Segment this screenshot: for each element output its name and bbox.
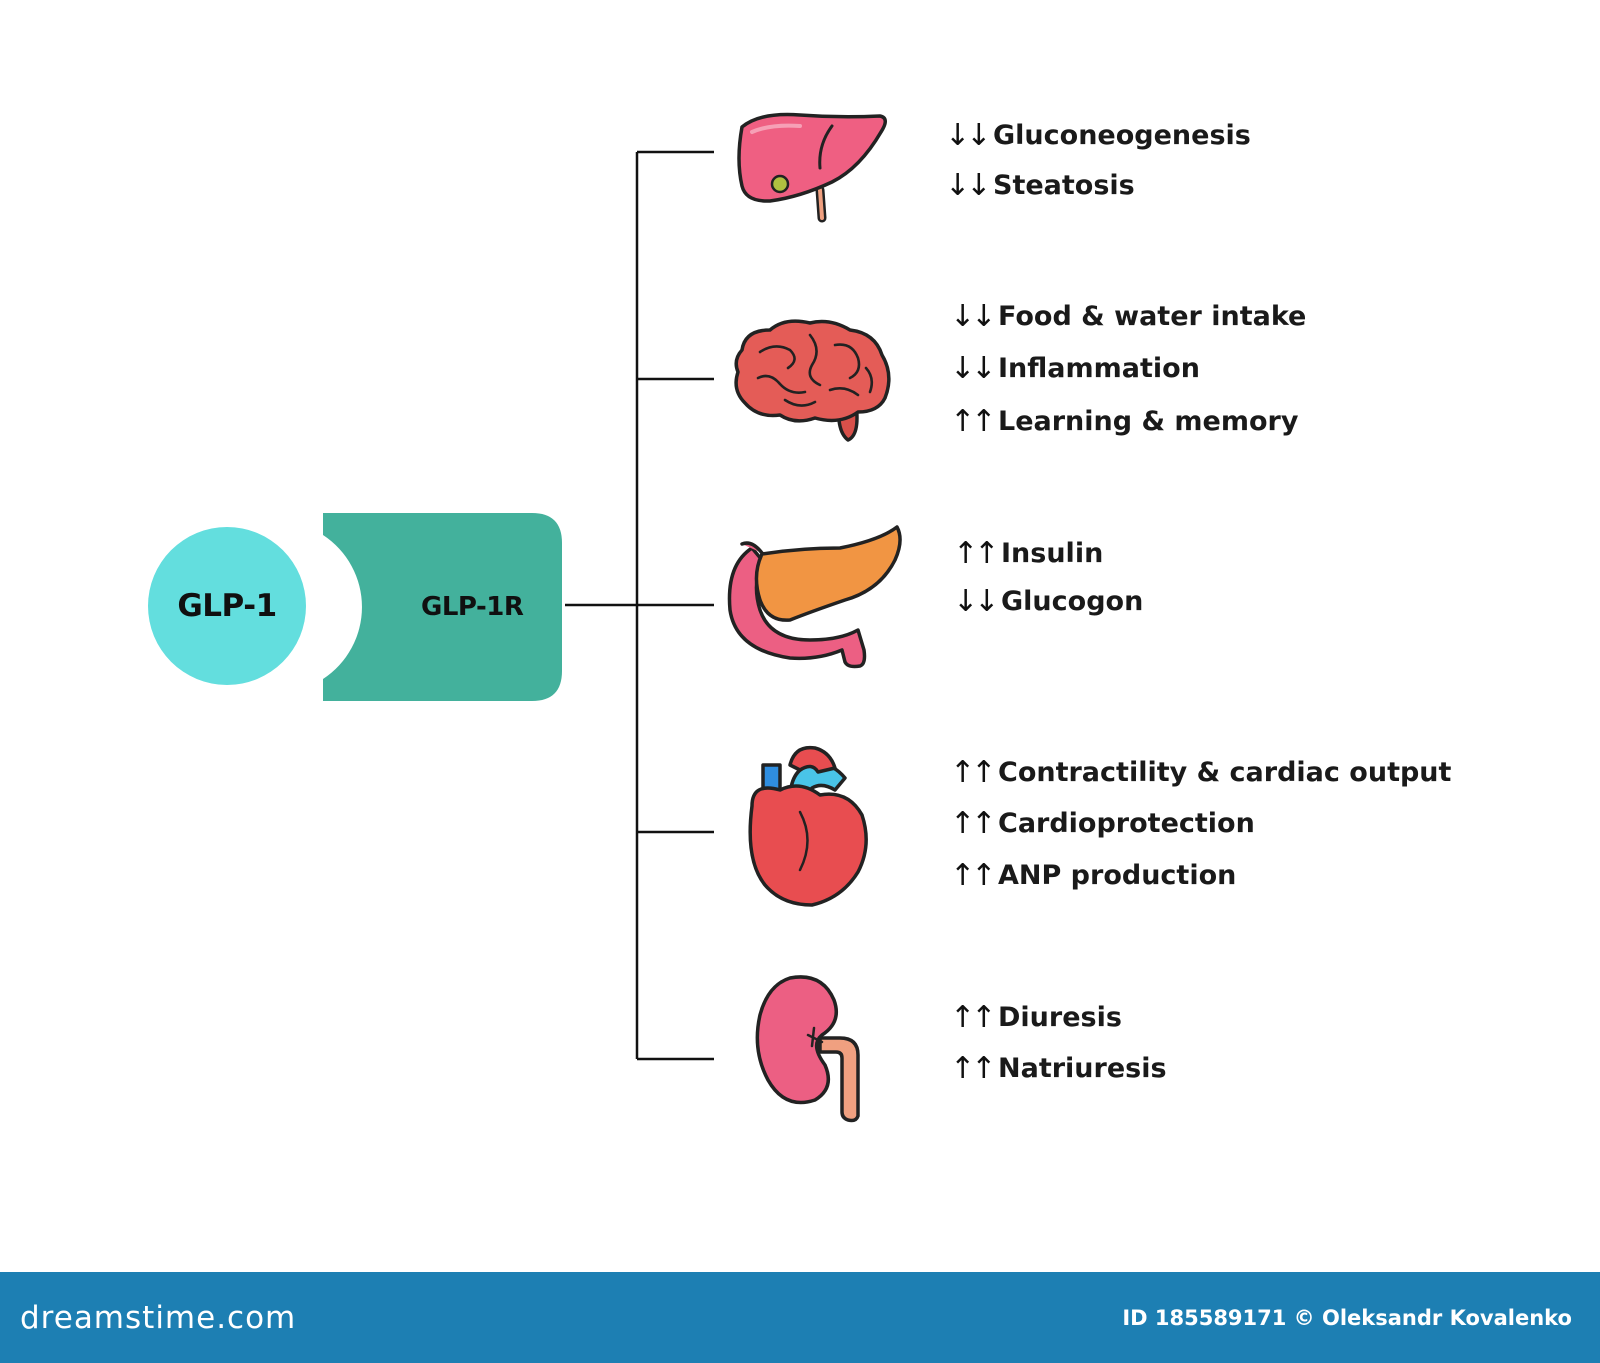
up-arrows-icon: ↑↑ (950, 858, 996, 893)
effect-label: Steatosis (993, 170, 1135, 201)
effect-cardioprotection: ↑↑ Cardioprotection (950, 806, 1255, 841)
up-arrows-icon: ↑↑ (950, 1051, 996, 1086)
effect-label: Gluconeogenesis (993, 120, 1251, 151)
glp1-effects-diagram: GLP-1 GLP-1R ↓↓ Gluconeogenesis ↓↓ Steat… (148, 112, 1451, 1123)
up-arrows-icon: ↑↑ (950, 404, 996, 439)
effect-steatosis: ↓↓ Steatosis (945, 168, 1135, 203)
glp1r-label: GLP-1R (421, 592, 524, 622)
liver-icon (737, 112, 887, 223)
glp1-receptor-shape (323, 513, 562, 701)
glp1-ligand: GLP-1 (148, 527, 306, 685)
receptor-and-connectors (323, 112, 902, 1123)
effect-glucogon: ↓↓ Glucogon (953, 584, 1143, 619)
up-arrows-icon: ↑↑ (950, 755, 996, 790)
effect-label: Inflammation (998, 353, 1200, 384)
up-arrows-icon: ↑↑ (950, 1000, 996, 1035)
effect-label: Cardioprotection (998, 808, 1255, 839)
effect-label: ANP production (998, 860, 1237, 891)
glp1-label: GLP-1 (177, 588, 277, 624)
up-arrows-icon: ↑↑ (950, 806, 996, 841)
effect-contractility: ↑↑ Contractility & cardiac output (950, 755, 1451, 790)
brain-icon (734, 319, 891, 442)
effect-diuresis: ↑↑ Diuresis (950, 1000, 1122, 1035)
effect-label: Glucogon (1001, 586, 1144, 617)
effect-anp-production: ↑↑ ANP production (950, 858, 1236, 893)
effect-label: Learning & memory (998, 406, 1299, 437)
down-arrows-icon: ↓↓ (950, 351, 996, 386)
down-arrows-icon: ↓↓ (950, 299, 996, 334)
effect-label: Food & water intake (998, 301, 1307, 332)
effect-label: Insulin (1001, 538, 1104, 569)
effect-label: Diuresis (998, 1002, 1122, 1033)
up-arrows-icon: ↑↑ (953, 536, 999, 571)
effect-learning-memory: ↑↑ Learning & memory (950, 404, 1298, 439)
effect-gluconeogenesis: ↓↓ Gluconeogenesis (945, 118, 1251, 153)
footer-credit: ID 185589171 © Oleksandr Kovalenko (1122, 1306, 1572, 1330)
effect-natriuresis: ↑↑ Natriuresis (950, 1051, 1167, 1086)
footer-bar: dreamstime.com ID 185589171 © Oleksandr … (0, 1272, 1600, 1363)
effect-label: Contractility & cardiac output (998, 757, 1452, 788)
pancreas-icon (727, 525, 902, 669)
effect-insulin: ↑↑ Insulin (953, 536, 1103, 571)
effect-label: Natriuresis (998, 1053, 1167, 1084)
effect-food-water-intake: ↓↓ Food & water intake (950, 299, 1306, 334)
down-arrows-icon: ↓↓ (945, 168, 991, 203)
footer-brand[interactable]: dreamstime.com (20, 1300, 297, 1336)
down-arrows-icon: ↓↓ (945, 118, 991, 153)
kidney-icon (755, 975, 860, 1123)
heart-icon (748, 745, 868, 907)
effect-inflammation: ↓↓ Inflammation (950, 351, 1200, 386)
connector-tree (565, 150, 714, 1061)
down-arrows-icon: ↓↓ (953, 584, 999, 619)
